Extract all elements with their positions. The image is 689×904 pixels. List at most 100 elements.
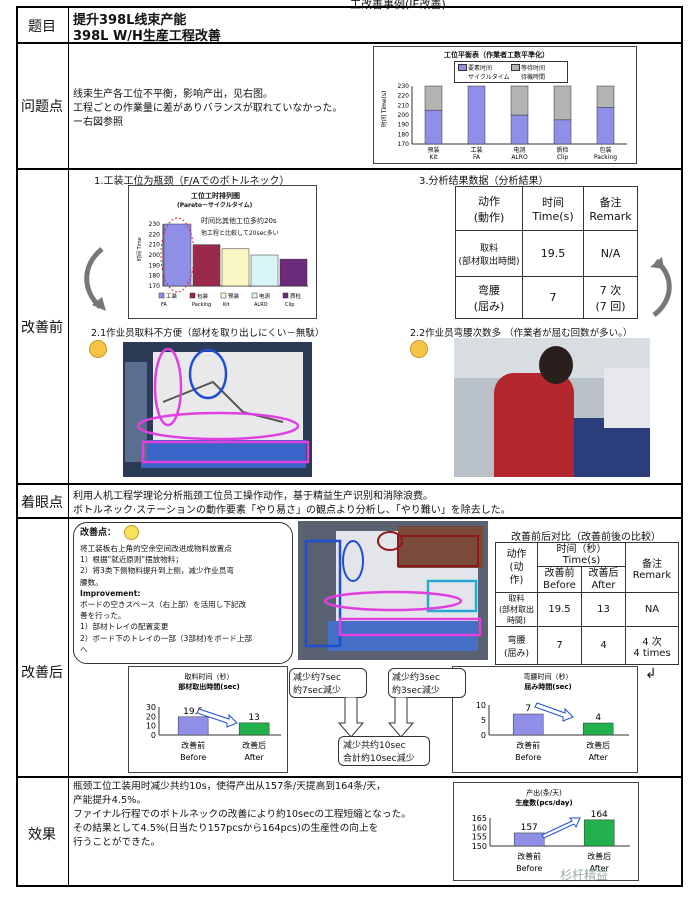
callout-bend-reduction: 减少约3sec 約3sec減少 [388, 668, 466, 698]
compare-row1-after: 13 [581, 592, 626, 627]
y-tick-label: 5 [481, 716, 486, 725]
bar-wait-time [510, 85, 529, 116]
compare-row2-remark: 4 次 4 times [625, 626, 679, 665]
data-label: 157 [521, 823, 538, 833]
sad-face-icon [89, 340, 107, 358]
analysis-header-time: 时间 Time(s) [522, 186, 584, 231]
bar-element-time [510, 114, 529, 145]
chart-title-1: 取料时间（秒） [185, 672, 234, 681]
frame-top [16, 6, 683, 8]
legend-label: Clip [285, 302, 294, 308]
analysis-header-remark: 备注 Remark [583, 186, 638, 231]
legend-label: 包装 [197, 292, 209, 300]
arrow-icon [541, 817, 581, 839]
output-chart-svg: 产出(条/天)生産数(pcs/day)165160155150157改善前Bef… [472, 788, 630, 873]
compare-header-after: 改善后 After [581, 566, 626, 593]
bar-element-time [467, 85, 486, 145]
compare-row1-remark: NA [625, 592, 679, 627]
x-tick-label: ALRO [511, 154, 528, 161]
before-bar [513, 832, 545, 847]
frame-right [681, 6, 683, 886]
y-tick-label: 0 [481, 731, 486, 740]
y-tick-label: 165 [472, 814, 487, 823]
frame-bottom [16, 885, 683, 887]
x-tick-label: 改善后 [242, 740, 266, 750]
legend-label: Kit [223, 302, 230, 308]
x-tick-label: 工装 [470, 146, 482, 154]
before-caption-1: 2.1作业员取料不方便（部材を取り出しにくい－無駄） [91, 328, 325, 339]
frame-label-divider [68, 6, 69, 886]
y-tick-label: 220 [398, 93, 410, 100]
compare-row1-action: 取料 (部材取出時間) [495, 592, 538, 627]
improvement-points-list: 将工装板右上角的空余空间改进成物料放置点 1）根据"就近原则"摆放物料； 2）将… [80, 544, 253, 654]
analysis-row2-action: 弯腰 (屈み) [455, 276, 523, 319]
before-heading-2: 3.分析结果数据（分析結果） [419, 176, 549, 187]
after-workboard-photo [298, 521, 488, 660]
before-workboard-photo [123, 342, 312, 477]
pareto-bar [279, 258, 308, 287]
sad-face-icon [410, 340, 428, 358]
bar-wait-time [553, 85, 572, 121]
x-tick-label: 改善前 [181, 740, 205, 750]
row-label-effect: 效果 [28, 827, 56, 843]
after-bar [238, 722, 270, 736]
legend-swatch [282, 292, 289, 299]
x-tick-label: After [245, 753, 265, 762]
focus-text-cn: 利用人机工程学理论分析瓶颈工位员工操作动作，基于精益生产识别和消除浪费。 [73, 491, 433, 502]
y-tick-label: 180 [398, 131, 410, 138]
data-label: 13 [248, 713, 259, 723]
before-bar [512, 713, 544, 736]
pareto-note-2: 他工程と比較して20sec多い [201, 230, 279, 237]
title-line1: 提升398L线束产能 [73, 13, 187, 28]
x-tick-label: 包装 [599, 146, 611, 154]
arrow-icon [196, 708, 238, 728]
before-caption-2: 2.2作业员弯腰次数多 （作業者が屈む回数が多い。） [410, 328, 633, 339]
y-tick-label: 190 [149, 262, 161, 269]
x-tick-label: Before [180, 753, 206, 762]
bar-wait-time [424, 85, 443, 111]
y-tick-label: 170 [149, 283, 161, 290]
x-tick-label: After [590, 864, 610, 873]
pareto-title-1: 工位工时排列图 [191, 192, 240, 200]
x-tick-label: Before [515, 753, 541, 762]
compare-table: 动作 (动 作) 时间（秒） Time(s) 备注 Remark 改善前 Bef… [495, 542, 679, 665]
pareto-bar [221, 248, 250, 287]
y-tick-label: 210 [149, 242, 161, 249]
x-tick-label: 改善前 [517, 851, 541, 861]
pareto-note-1: 时间比其他工位多约20s [201, 217, 277, 225]
compare-header-time: 时间（秒） Time(s) [537, 542, 626, 567]
pareto-bar [250, 254, 279, 287]
y-tick-label: 155 [472, 833, 487, 842]
before-bar [177, 716, 209, 736]
problem-text-cn: 线束生产各工位不平衡，影响产出，见右图。 [73, 89, 273, 100]
before-operator-photo [454, 338, 650, 477]
x-tick-label: 质检 [556, 146, 568, 154]
problem-text-ref: ー右図参照 [73, 117, 123, 128]
legend-label: ALRO [254, 302, 268, 308]
callout-total-reduction: 减少共约10sec 合計約10sec減少 [338, 736, 430, 766]
arrow-icon [534, 702, 574, 722]
compare-header-action: 动作 (动 作) [495, 542, 538, 593]
chart-title-1: 产出(条/天) [526, 788, 562, 797]
pareto-title-2: (Pareto－サイクルタイム) [177, 202, 253, 209]
pareto-bar [192, 244, 221, 287]
frame-left [16, 6, 18, 886]
x-tick-label: After [589, 753, 609, 762]
analysis-row1-action: 取料 (部材取出時間) [455, 230, 523, 277]
data-label: 7 [525, 704, 531, 714]
right-curved-arrow [650, 257, 672, 317]
x-tick-label: FA [473, 154, 481, 161]
analysis-header-action: 动作 (動作) [455, 186, 523, 231]
compare-row2-before: 7 [537, 626, 582, 665]
y-tick-label: 180 [149, 273, 161, 280]
x-tick-label: Kit [430, 154, 439, 161]
chart-title-2: 生産数(pcs/day) [515, 798, 572, 807]
effect-text: 瓶颈工位工装用时减少共约10s，使得产出从157条/天提高到164条/天， 产能… [73, 781, 411, 848]
pick-time-chart-svg: 取料时间（秒）部材取出時間(sec)302010019.5改善前Before13… [146, 672, 281, 762]
legend-swatch [158, 292, 165, 299]
y-tick-label: 0 [151, 731, 156, 740]
legend-label: 电测 [259, 292, 271, 300]
y-tick-label: 230 [398, 83, 410, 90]
